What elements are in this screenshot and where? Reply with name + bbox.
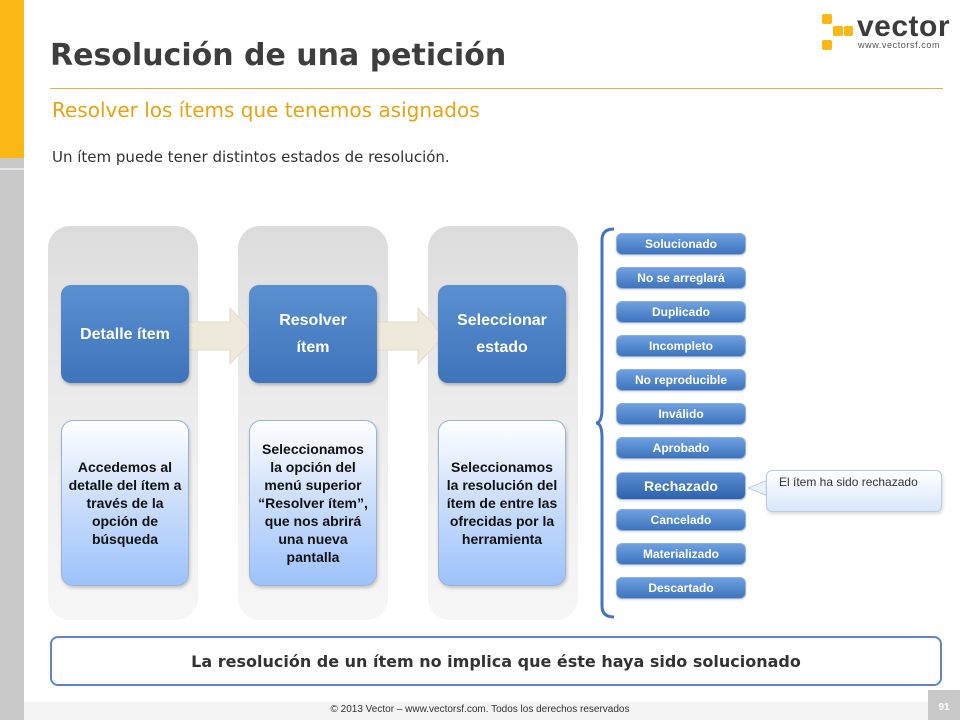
- callout-pointer-icon: [748, 479, 768, 497]
- footer-bar: [24, 702, 960, 720]
- left-gray-bar: [0, 158, 24, 720]
- arrow-right-icon: [186, 306, 257, 366]
- title-divider: [50, 88, 943, 89]
- status-solucionado: Solucionado: [616, 233, 746, 255]
- conclusion-box: La resolución de un ítem no implica que …: [50, 636, 942, 686]
- status-descartado: Descartado: [616, 577, 746, 599]
- arrow-right-icon: [374, 306, 445, 366]
- page-number: 91: [938, 702, 950, 713]
- step-1-description: Accedemos al detalle del ítem a través d…: [61, 420, 189, 586]
- step-3-title: Seleccionar estado: [438, 285, 566, 383]
- status-rechazado-selected: Rechazado: [616, 472, 746, 500]
- intro-text: Un ítem puede tener distintos estados de…: [52, 148, 450, 166]
- step-2-description: Seleccionamos la opción del menú superio…: [249, 420, 377, 586]
- step-1-title: Detalle ítem: [61, 285, 189, 383]
- left-bar-divider: [0, 168, 24, 170]
- status-incompleto: Incompleto: [616, 335, 746, 357]
- footer-copyright: © 2013 Vector – www.vectorsf.com. Todos …: [330, 704, 630, 715]
- status-no-se-arreglara: No se arreglará: [616, 267, 746, 289]
- status-materializado: Materializado: [616, 543, 746, 565]
- step-2-title: Resolver ítem: [249, 285, 377, 383]
- logo-wordmark: vector: [857, 10, 951, 43]
- page-title: Resolución de una petición: [50, 38, 507, 73]
- page-number-box: [928, 690, 960, 720]
- status-invalido: Inválido: [616, 403, 746, 425]
- bracket-icon: [596, 227, 615, 619]
- left-accent-bar: [0, 0, 24, 158]
- status-no-reproducible: No reproducible: [616, 369, 746, 391]
- status-callout: El ítem ha sido rechazado: [766, 470, 942, 512]
- step-3-description: Seleccionamos la resolución del ítem de …: [438, 420, 566, 586]
- status-aprobado: Aprobado: [616, 437, 746, 459]
- page-subtitle: Resolver los ítems que tenemos asignados: [52, 98, 480, 122]
- vector-logo-icon: [822, 14, 853, 50]
- status-duplicado: Duplicado: [616, 301, 746, 323]
- status-cancelado: Cancelado: [616, 509, 746, 531]
- logo-url: www.vectorsf.com: [858, 40, 941, 50]
